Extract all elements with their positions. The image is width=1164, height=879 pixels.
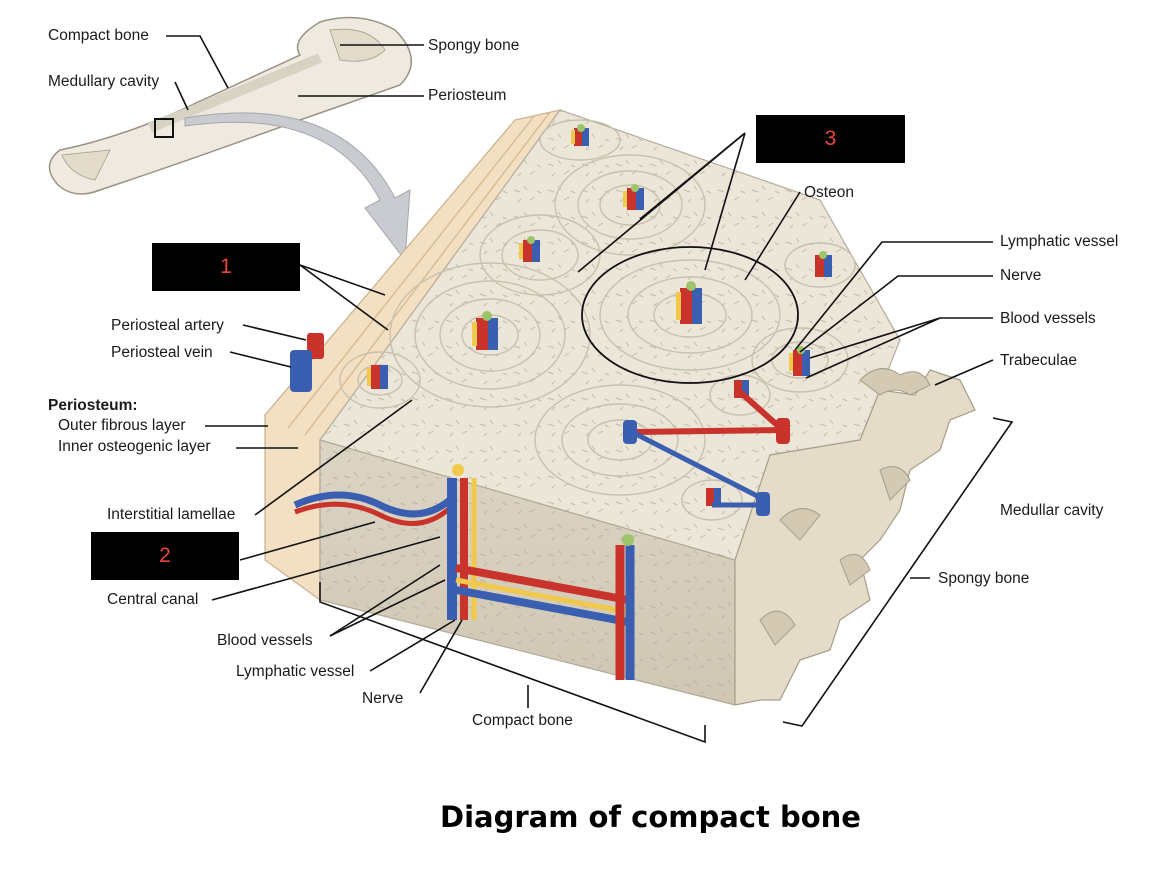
- label-trabeculae: Trabeculae: [1000, 352, 1077, 369]
- zoom-arrow: [184, 112, 411, 262]
- label-compact-bone-top: Compact bone: [48, 27, 149, 44]
- osteon-outline: [581, 246, 799, 384]
- label-periosteum-top: Periosteum: [428, 87, 507, 104]
- label-spongy-bone-top: Spongy bone: [428, 37, 520, 54]
- label-compact-bone-bottom: Compact bone: [472, 712, 573, 729]
- answer-box-2: 2: [91, 532, 239, 580]
- label-osteon: Osteon: [804, 184, 854, 201]
- label-periosteal-artery: Periosteal artery: [111, 317, 224, 334]
- leader-lines: [166, 35, 1014, 744]
- label-blood-vessels-right: Blood vessels: [1000, 310, 1096, 327]
- perforating-vessels: [293, 389, 790, 680]
- label-periosteum-heading: Periosteum:: [48, 397, 138, 414]
- label-nerve-right: Nerve: [1000, 267, 1042, 284]
- label-nerve-bottom: Nerve: [362, 690, 404, 707]
- diagram-caption: Diagram of compact bone: [440, 800, 861, 834]
- vessel-bundles: [290, 124, 832, 506]
- label-medullary-cavity: Medullary cavity: [48, 73, 160, 90]
- label-central-canal: Central canal: [107, 591, 199, 608]
- label-blood-vessels-bottom: Blood vessels: [217, 632, 313, 649]
- lamellae-rings: [339, 119, 856, 521]
- answer-box-1: 1: [152, 243, 300, 291]
- label-lymphatic-vessel-right: Lymphatic vessel: [1000, 233, 1119, 250]
- label-interstitial-lamellae: Interstitial lamellae: [107, 506, 236, 523]
- label-lymphatic-vessel-bottom: Lymphatic vessel: [236, 663, 355, 680]
- label-outer-fibrous-layer: Outer fibrous layer: [58, 417, 186, 434]
- label-spongy-bone-bottom: Spongy bone: [938, 570, 1030, 587]
- label-inner-osteogenic-layer: Inner osteogenic layer: [58, 438, 211, 455]
- label-medullar-cavity: Medullar cavity: [1000, 502, 1104, 519]
- label-periosteal-vein: Periosteal vein: [111, 344, 213, 361]
- answer-box-3: 3: [756, 115, 905, 163]
